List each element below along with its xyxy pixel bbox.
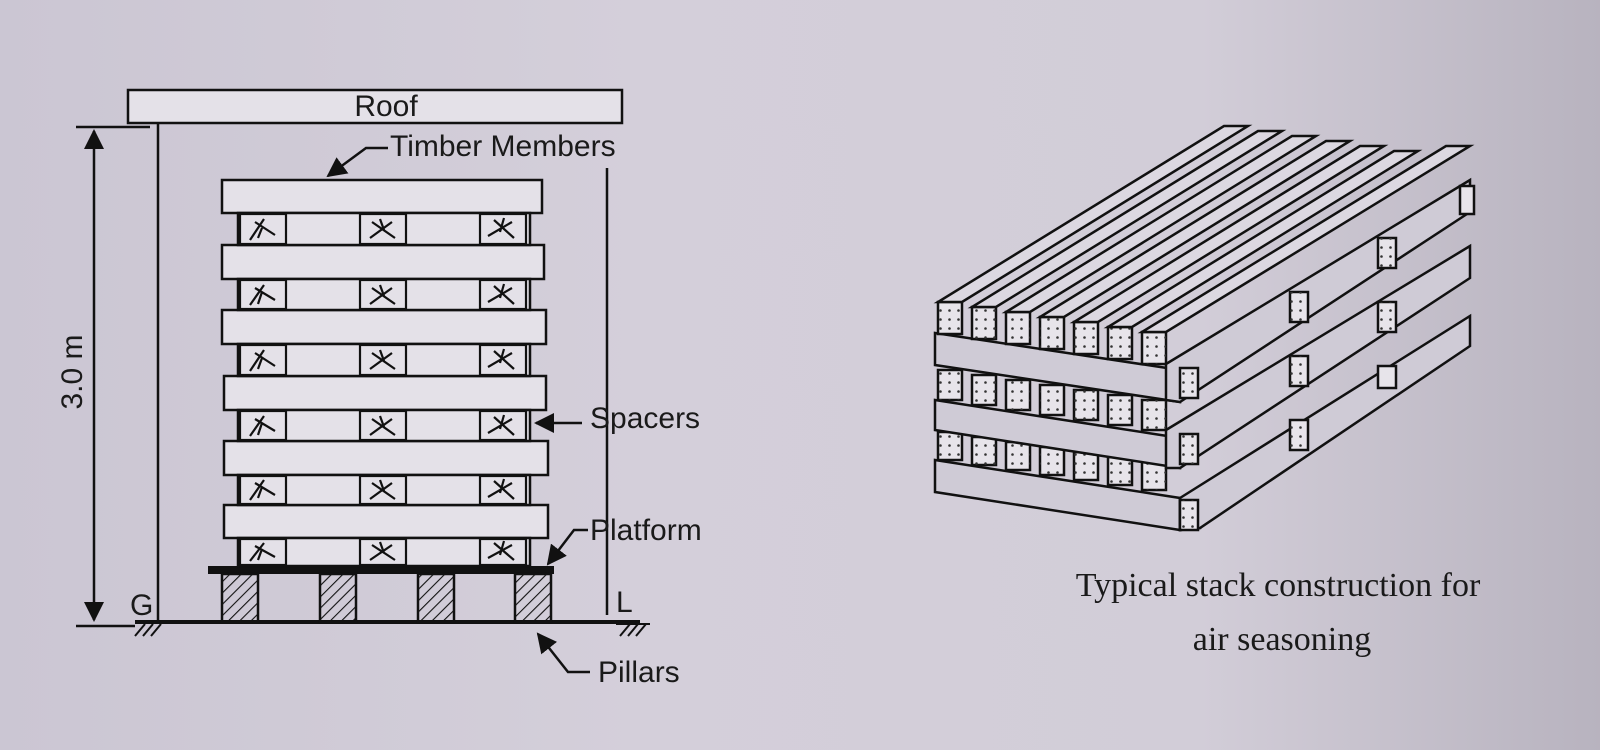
stack-elevation: Roof G L 3.0 m [56,88,702,689]
spacer [478,343,528,377]
spacer [238,343,288,377]
platform [208,566,554,574]
spacers-label: Spacers [590,402,700,435]
spacer [238,409,288,442]
timber-member [222,503,550,540]
spacer [358,409,408,442]
cross-pieces-middle [936,368,1168,432]
spacer [478,537,528,567]
stack-isometric: Typical stack construction for air seaso… [933,124,1481,658]
caption-line-1: Typical stack construction for [1076,567,1481,604]
timber-member [220,308,548,346]
platform-label: Platform [590,514,702,547]
spacer [358,537,408,567]
cross-pieces-top [936,300,1168,366]
pillar [318,572,358,624]
spacer [478,212,528,246]
timber-member [222,439,550,477]
timber-member [220,178,544,215]
pillar [220,572,260,624]
timber-members-arrow [326,146,388,178]
pillars-label: Pillars [598,656,680,689]
timber-member [222,374,548,412]
spacer [238,278,288,311]
spacer [358,278,408,311]
caption-line-2: air seasoning [1193,621,1371,658]
roof-label: Roof [354,90,418,123]
spacer [238,474,288,506]
top-slats [933,124,1475,334]
spacer [478,278,528,311]
spacer [358,343,408,377]
spacer [478,474,528,506]
height-label: 3.0 m [56,334,89,409]
ground-hatch-left [134,623,162,637]
spacer [238,212,288,246]
pillars-arrow [536,632,590,674]
timber-members-label: Timber Members [390,130,616,163]
pillar [513,572,553,624]
roof [126,88,624,125]
pillar [416,572,456,624]
ground-hatch-right [616,623,650,637]
platform-arrow [546,528,588,566]
ground-label-l: L [616,586,633,619]
ground-label-g: G [130,589,153,622]
spacer [358,474,408,506]
side-board [1164,177,1472,404]
timber-member [220,243,546,281]
spacers [238,212,528,567]
pillars [220,572,553,624]
cross-piece-ends-right [1178,184,1476,532]
spacer [238,537,288,567]
spacer [478,409,528,442]
spacer [358,212,408,246]
